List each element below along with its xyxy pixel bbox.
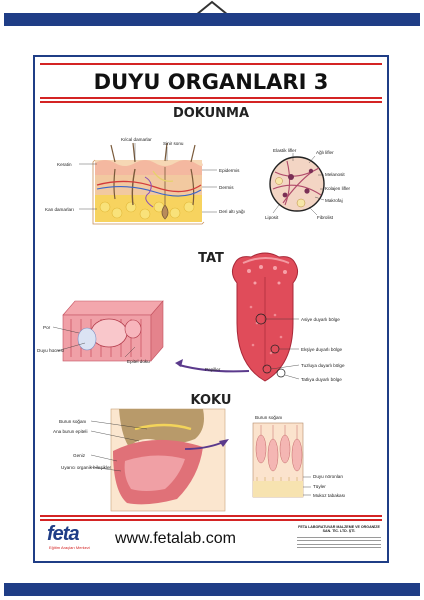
label-blood-vessels: Kan damarları [45, 207, 74, 212]
logo-wordmark: feta [47, 523, 80, 545]
label-sweet-region: Tatlıya duyarlı bölge [301, 377, 342, 382]
label-sour-region: Asiye duyarlı bölge [301, 317, 340, 322]
nasal-cavity-illustration: Burun soğanı Ana burun epiteli Geniz Uya… [53, 408, 229, 512]
taste-bud-illustration: Por Duyu hücresi Epitel doku [37, 300, 164, 364]
connective-tissue-illustration: Elastik lifler Ağlı lifler Melanosit Kol… [265, 148, 350, 220]
label-elastic-fibers: Elastik lifler [273, 148, 297, 153]
label-mucus-layer: Mukoz tabakası [313, 493, 345, 498]
label-salty-region: Ekşiye duyarlı bölge [301, 347, 343, 352]
section-title-taste: TAT [198, 251, 224, 266]
label-keratin: Keratin [57, 162, 72, 167]
label-sensory-neurons: Duyu nöronları [313, 474, 343, 479]
label-bulb-detail: Burun soğanı [255, 415, 282, 420]
top-hanging-rod [4, 13, 420, 26]
footer-divider-2 [40, 519, 382, 521]
label-capillaries: Kılcal damarlar [121, 137, 152, 142]
label-nasal-epithelium: Ana burun epiteli [53, 429, 87, 434]
label-nerve-ending: Sinir sonu [163, 141, 184, 146]
company-name: FETA LABORATUVAR MALZEME VE ORGANİZE SAN… [298, 525, 380, 534]
label-macrophage: Makrofaj [325, 198, 343, 203]
feta-logo: feta Eğitim Araçları Merkezi [45, 523, 107, 553]
tongue-illustration: Asiye duyarlı bölge Ekşiye duyarlı bölge… [175, 252, 345, 382]
label-collagen-fibers: Kolajen lifler [325, 186, 350, 191]
label-olfactory-organ: Uyarıcı organik bileşikler [61, 465, 112, 470]
label-olfactory-bulb: Burun soğanı [59, 419, 86, 424]
skin-cross-section-illustration: Kılcal damarlar Sinir sonu Keratin Epide… [45, 137, 245, 225]
hanger-string [195, 0, 229, 16]
label-reticular-fibers: Ağlı lifler [316, 150, 334, 155]
section-title-smell: KOKU [190, 393, 232, 408]
poster-title: DUYU ORGANLARI 3 [93, 70, 329, 94]
label-subcutaneous-fat: Deri altı yağı [219, 209, 245, 214]
label-palate: Geniz [73, 453, 86, 458]
label-pore: Por [43, 325, 51, 330]
label-taste-cell: Duyu hücresi [37, 348, 64, 353]
illustrations: Kılcal damarlar Sinir sonu Keratin Epide… [37, 137, 350, 512]
top-red-line [40, 63, 382, 65]
label-adipocyte: Liposit [265, 215, 279, 220]
label-epidermis: Epidermis [219, 168, 240, 173]
bottom-hanging-rod [4, 583, 420, 596]
poster-sheet: DUYU ORGANLARI 3 DOKUNMA TAT KOKU [33, 55, 389, 563]
label-melanocyte: Melanosit [325, 172, 345, 177]
label-dermis: Dermis [219, 185, 234, 190]
logo-tagline: Eğitim Araçları Merkezi [49, 545, 90, 550]
section-title-touch: DOKUNMA [172, 106, 250, 121]
label-epithelium: Epitel doku [127, 359, 150, 364]
label-bitter-region: Tuzluya duyarlı bölge [301, 363, 345, 368]
company-address-lines [297, 535, 381, 555]
label-cilia: Tüyler [313, 484, 326, 489]
label-papillae: Papiller [205, 367, 221, 372]
olfactory-epithelium-illustration: Burun soğanı Duyu nöronları Tüyler Mukoz… [252, 415, 345, 498]
footer-divider-1 [40, 515, 382, 517]
title-divider-2 [40, 101, 382, 103]
title-divider-1 [40, 97, 382, 99]
website-url: www.fetalab.com [115, 530, 236, 547]
label-fibroblast: Fibrolist [317, 215, 334, 220]
